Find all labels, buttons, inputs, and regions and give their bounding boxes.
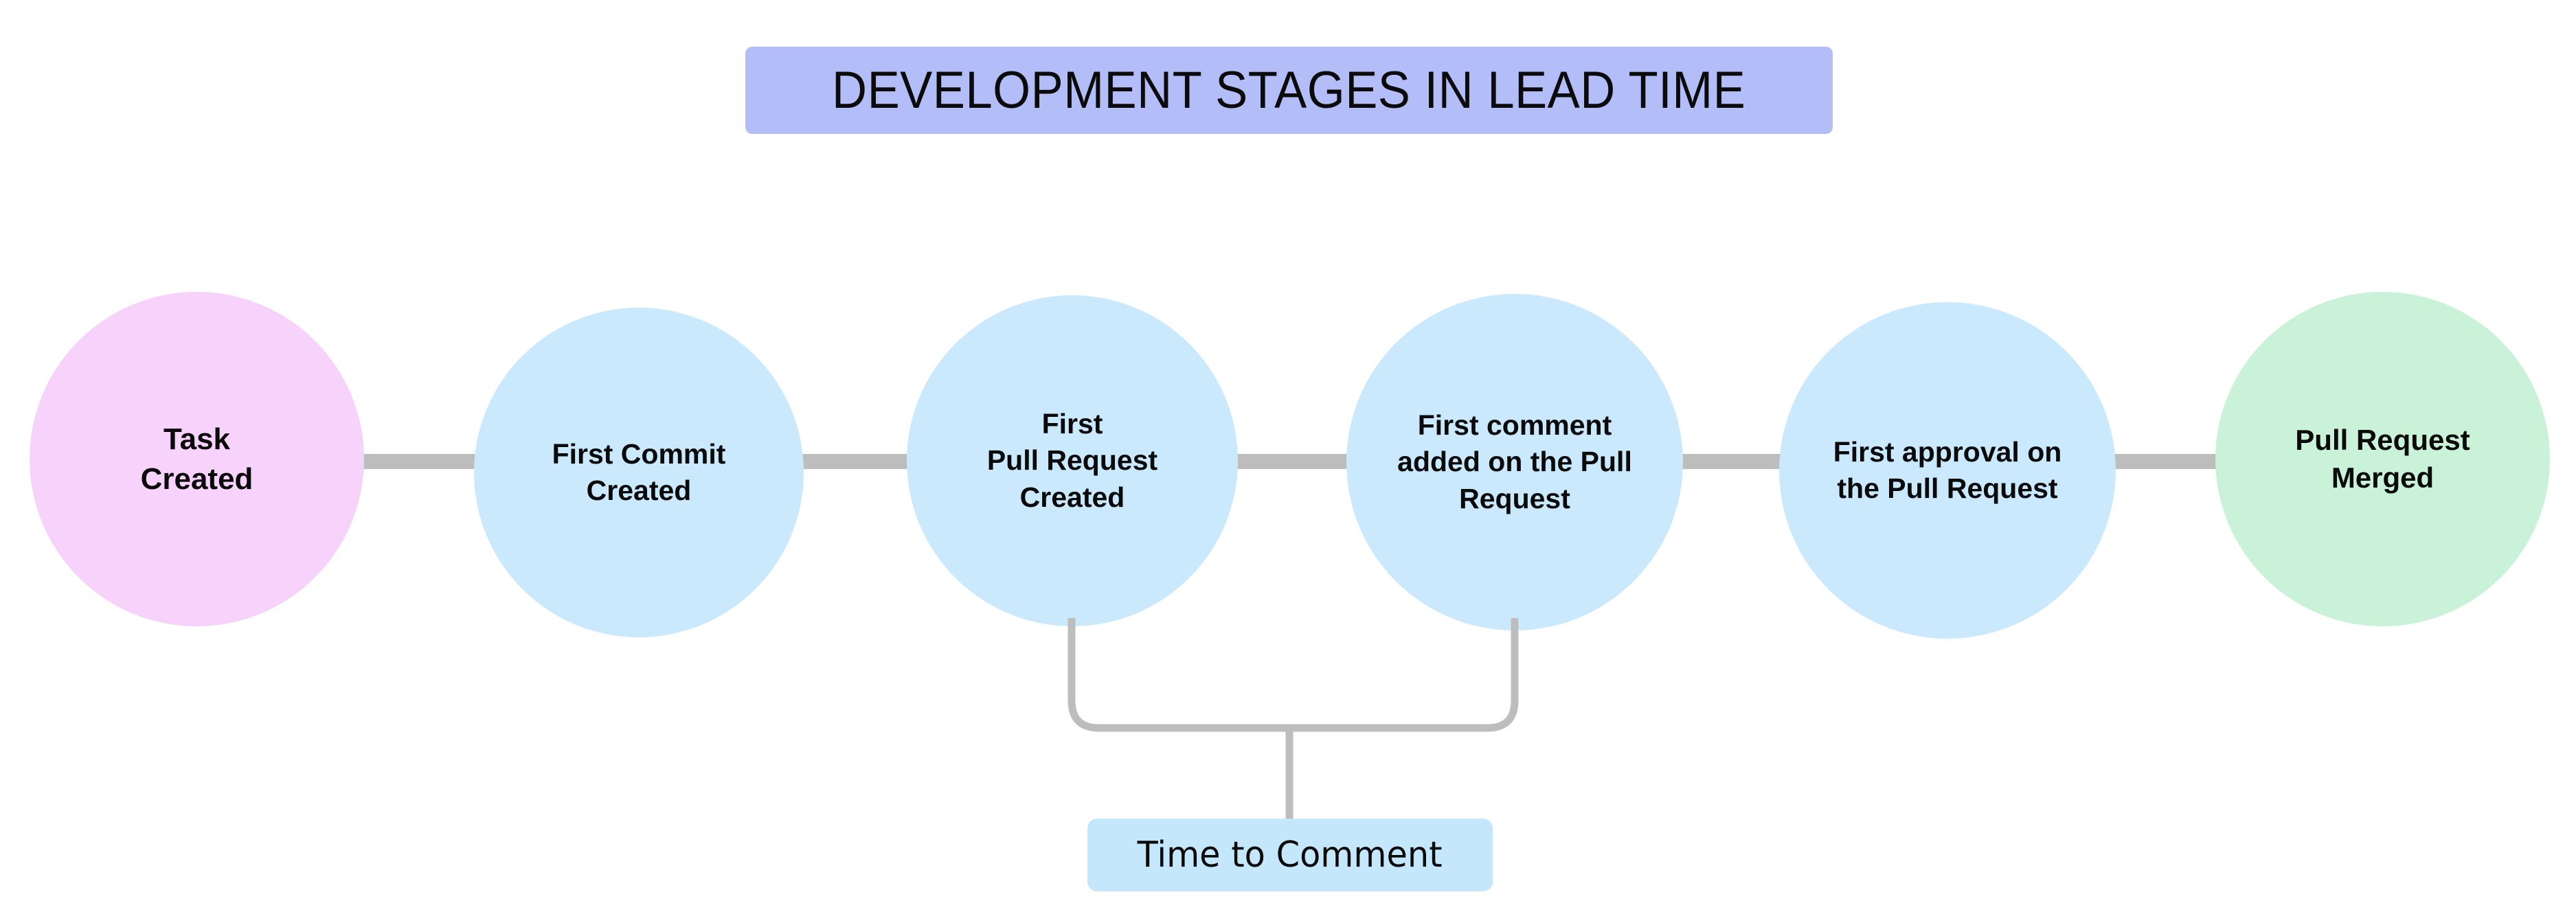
diagram-title-banner: DEVELOPMENT STAGES IN LEAD TIME	[745, 47, 1833, 134]
connector-pr-to-comment	[1230, 454, 1353, 469]
connector-comment-to-approval	[1676, 454, 1786, 469]
stage-node-label: First approval on the Pull Request	[1833, 435, 2062, 504]
stage-node-first-pull-request-created[interactable]: First Pull Request Created	[907, 295, 1238, 626]
page-title: DEVELOPMENT STAGES IN LEAD TIME	[832, 60, 1746, 119]
stage-node-label: Pull Request Merged	[2295, 423, 2470, 494]
stage-node-task-created[interactable]: Task Created	[30, 292, 364, 626]
connector-approval-to-merged	[2109, 454, 2222, 469]
time-to-comment-bracket	[1067, 618, 1519, 819]
connector-task-to-commit	[357, 454, 481, 469]
stage-node-first-comment-added[interactable]: First comment added on the Pull Request	[1346, 294, 1683, 630]
stage-node-label: First Pull Request Created	[986, 408, 1158, 513]
stage-node-label: Task Created	[140, 422, 253, 496]
time-to-comment-label-box[interactable]: Time to Comment	[1087, 819, 1493, 891]
stage-node-label: First Commit Created	[552, 437, 726, 506]
stage-node-first-approval[interactable]: First approval on the Pull Request	[1779, 302, 2116, 639]
stage-node-first-commit-created[interactable]: First Commit Created	[474, 308, 804, 637]
stage-node-pull-request-merged[interactable]: Pull Request Merged	[2215, 292, 2550, 626]
connector-commit-to-pr	[797, 454, 914, 469]
time-to-comment-label: Time to Comment	[1138, 834, 1443, 876]
stage-node-label: First comment added on the Pull Request	[1397, 409, 1632, 514]
